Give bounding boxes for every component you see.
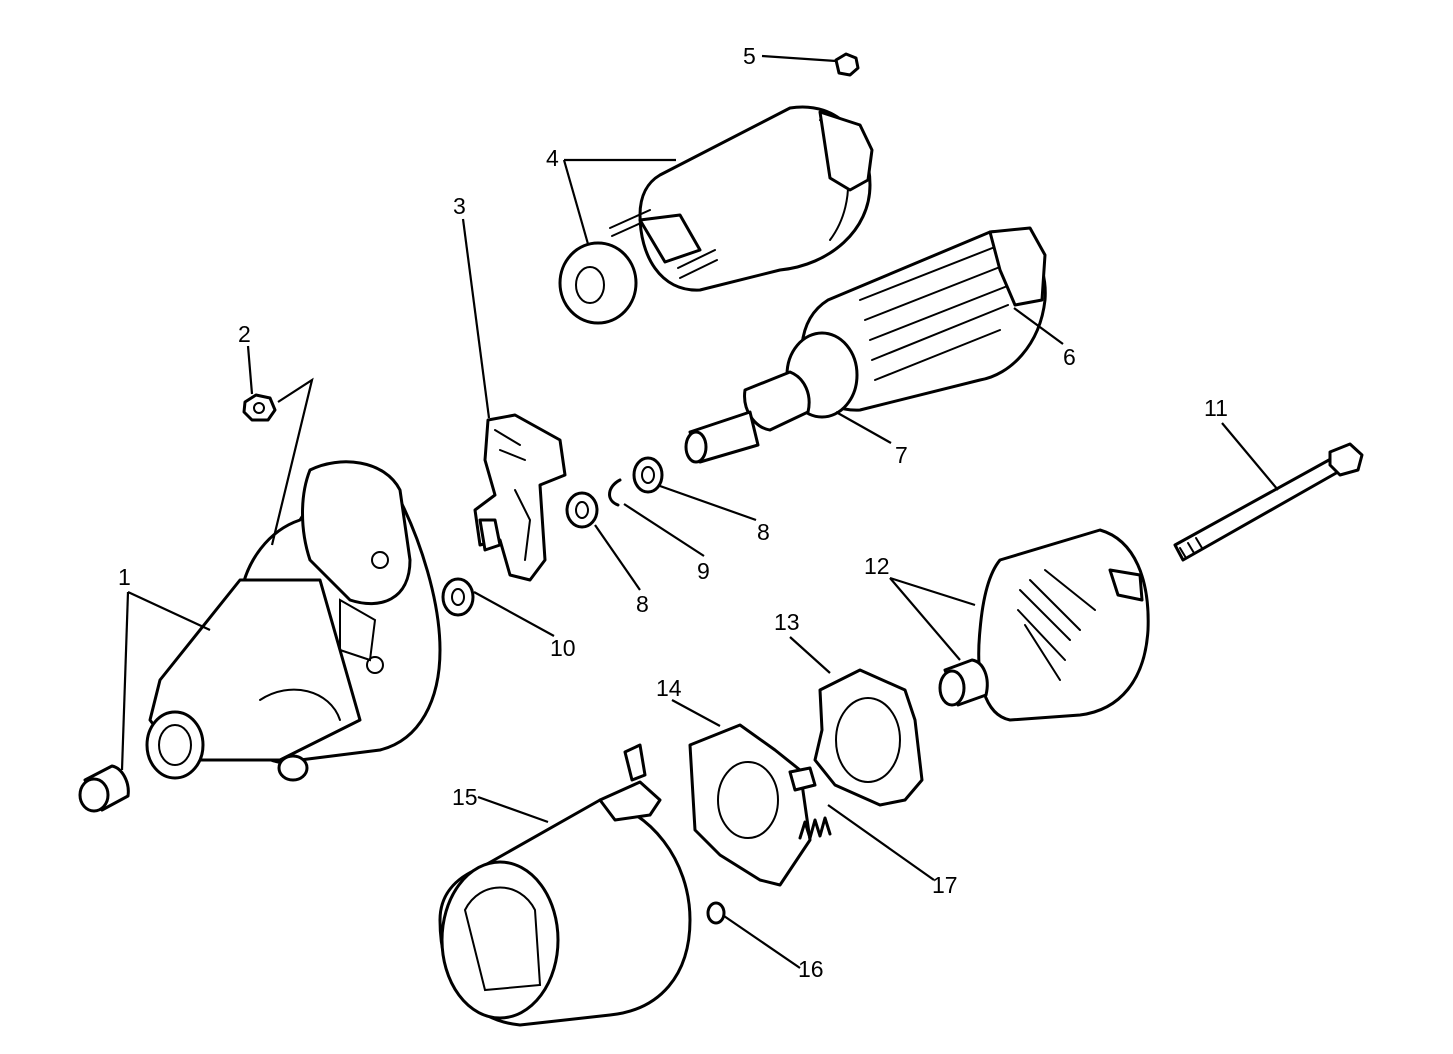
part-through-bolt	[1173, 442, 1364, 562]
part-nut-2	[242, 393, 277, 422]
callout-11: 11	[1204, 395, 1228, 421]
callout-8-lower: 8	[636, 591, 649, 617]
callout-3: 3	[453, 193, 466, 219]
callout-2: 2	[238, 321, 251, 347]
part-bushing-1	[78, 764, 130, 813]
callout-16: 16	[798, 956, 824, 982]
callout-14: 14	[656, 675, 682, 701]
callout-6: 6	[1063, 344, 1076, 370]
part-brush-plate	[813, 668, 924, 807]
callout-15: 15	[452, 784, 478, 810]
part-bushing-10	[441, 577, 475, 617]
callout-9: 9	[697, 558, 710, 584]
part-field-frame	[438, 743, 692, 1027]
part-snap-ring-9	[608, 478, 622, 507]
part-grommet	[706, 901, 726, 925]
callout-10: 10	[550, 635, 576, 661]
callout-12: 12	[864, 553, 890, 579]
part-armature	[684, 226, 1047, 464]
part-drive-lever	[473, 413, 567, 582]
callout-17: 17	[932, 872, 958, 898]
callout-4: 4	[546, 145, 559, 171]
part-washer-8-lower	[565, 491, 599, 529]
part-washer-8-upper	[632, 456, 664, 494]
callout-7: 7	[895, 442, 908, 468]
leader-lines	[120, 54, 1279, 969]
part-bushing-12	[938, 658, 989, 707]
part-brush-spring	[798, 816, 832, 840]
part-commutator-end-frame	[977, 528, 1150, 722]
callout-labels: 1 2 3 4 5 6 7 8 9 8 10 11 12 13 14 15 16…	[118, 43, 1228, 982]
callout-5: 5	[743, 43, 756, 69]
callout-1: 1	[118, 564, 131, 590]
part-solenoid	[558, 105, 874, 325]
part-brush-holder	[688, 723, 817, 887]
callout-8-upper: 8	[757, 519, 770, 545]
callout-13: 13	[774, 609, 800, 635]
part-drive-end-housing	[145, 460, 442, 782]
part-nut-5	[834, 52, 860, 77]
